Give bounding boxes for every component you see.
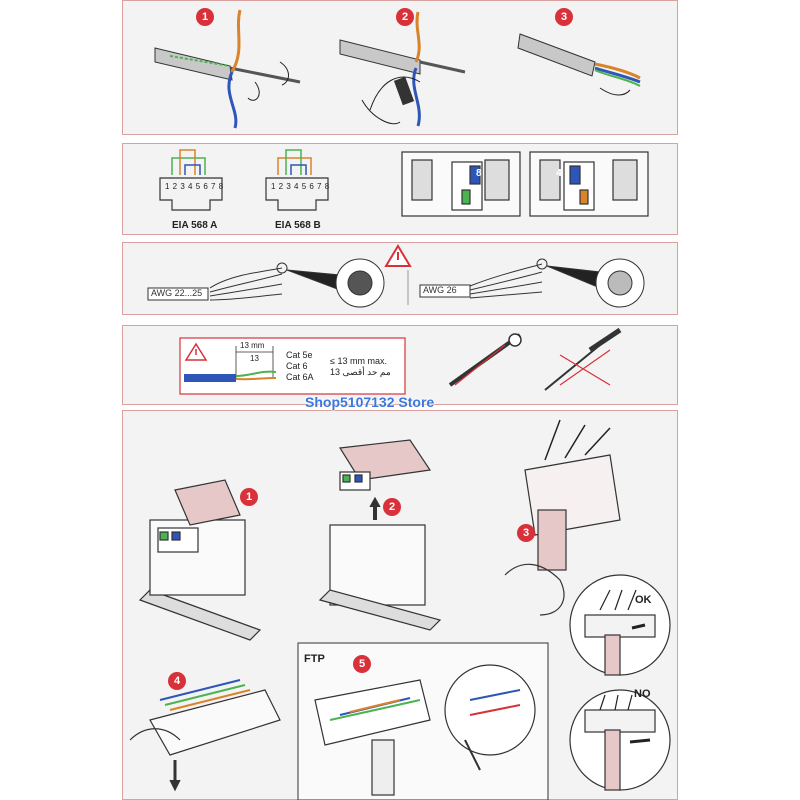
pin-numbers-a: 1 2 3 4 5 6 7 8 [165,182,224,191]
step-badge-assembly-1: 1 [240,488,258,506]
store-watermark: Shop5107132 Store [305,394,435,410]
assembly-step1-module [138,479,262,641]
cable-step3-drawing [517,33,641,96]
module-label-right: 4 [556,168,562,179]
step-badge-assembly-2: 2 [383,498,401,516]
assembly-step2-module [318,439,442,631]
assembly-step4-drawing [129,679,281,792]
standard-568a-label: EIA 568 A [172,220,218,231]
punch-tool-drawing [448,333,522,387]
max-length-note: ≤ 13 mm max. [330,356,387,366]
no-check-drawing [569,689,671,791]
step-badge-assembly-4: 4 [168,672,186,690]
jack-568a-drawing [159,149,223,211]
step-badge-assembly-5: 5 [353,655,371,673]
pin-numbers-b: 1 2 3 4 5 6 7 8 [271,182,330,191]
wire-bundle-right [469,258,645,308]
warning-triangle-small-icon [184,342,208,361]
ftp-label: FTP [304,653,325,665]
assembly-step5-drawing [314,664,536,796]
arabic-length-note: 13 مم حد أقصى [330,367,391,377]
step-badge-assembly-3: 3 [517,524,535,542]
wire-bundle-left [209,258,385,308]
ok-check-drawing [569,574,671,676]
cat-6-label: Cat 6 [286,361,308,371]
warning-triangle-icon [384,244,412,267]
module-front-drawing [401,151,521,217]
cable-step2-drawing [339,11,466,127]
strip-length-inner: 13 [250,354,259,363]
assembly-step3-drawing [504,419,621,616]
standard-568b-label: EIA 568 B [275,220,321,231]
awg-left-label: AWG 22...25 [151,288,203,298]
no-label: NO [634,688,651,700]
ok-label: OK [635,594,652,606]
cat-6a-label: Cat 6A [286,372,314,382]
cat-5e-label: Cat 5e [286,350,313,360]
jack-568b-drawing [265,149,329,211]
step-badge-top-3: 3 [555,8,573,26]
module-label-left: 8 [476,168,482,179]
cable-step1-drawing [154,9,301,129]
awg-right-label: AWG 26 [423,285,457,295]
step-badge-top-2: 2 [396,8,414,26]
strip-length-outer: 13 mm [240,341,265,350]
module-back-drawing [529,151,649,217]
step-badge-top-1: 1 [196,8,214,26]
screwdriver-drawing [544,327,622,391]
